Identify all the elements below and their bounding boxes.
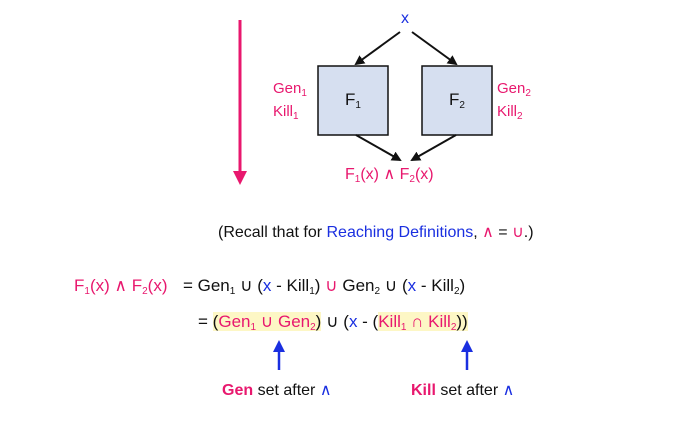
- edge-f1-to-merge: [355, 134, 402, 161]
- gen2-label: Gen2: [497, 80, 531, 99]
- recall-note: (Recall that for Reaching Definitions, ∧…: [218, 224, 534, 241]
- gen1-label: Gen1: [273, 80, 307, 99]
- gen-annotation: Gen set after ∧: [222, 382, 332, 399]
- edge-f2-to-merge: [410, 134, 457, 161]
- gen-union-highlight: (Gen1 ∪ Gen2): [212, 312, 322, 333]
- input-variable: x: [401, 10, 409, 27]
- box-f1: [317, 65, 389, 136]
- merge-label: F1(x) ∧ F2(x): [345, 166, 434, 185]
- box-f2-label: F2: [449, 90, 465, 111]
- kill1-label: Kill1: [273, 103, 299, 122]
- kill2-label: Kill2: [497, 103, 523, 122]
- equation-line-2: = (Gen1 ∪ Gen2) ∪ (x - (Kill1 ∩ Kill2)): [198, 312, 468, 333]
- box-f2: [421, 65, 493, 136]
- kill-annotation: Kill set after ∧: [411, 382, 515, 399]
- equation-line-1: F1(x) ∧ F2(x) = Gen1 ∪ (x - Kill1) ∪ Gen…: [74, 276, 466, 297]
- box-f1-label: F1: [345, 90, 361, 111]
- edge-x-to-f1: [354, 31, 401, 66]
- reaching-definitions-term: Reaching Definitions: [326, 224, 474, 241]
- edge-x-to-f2: [411, 31, 458, 66]
- kill-intersection-highlight: Kill1 ∩ Kill2)): [378, 312, 468, 333]
